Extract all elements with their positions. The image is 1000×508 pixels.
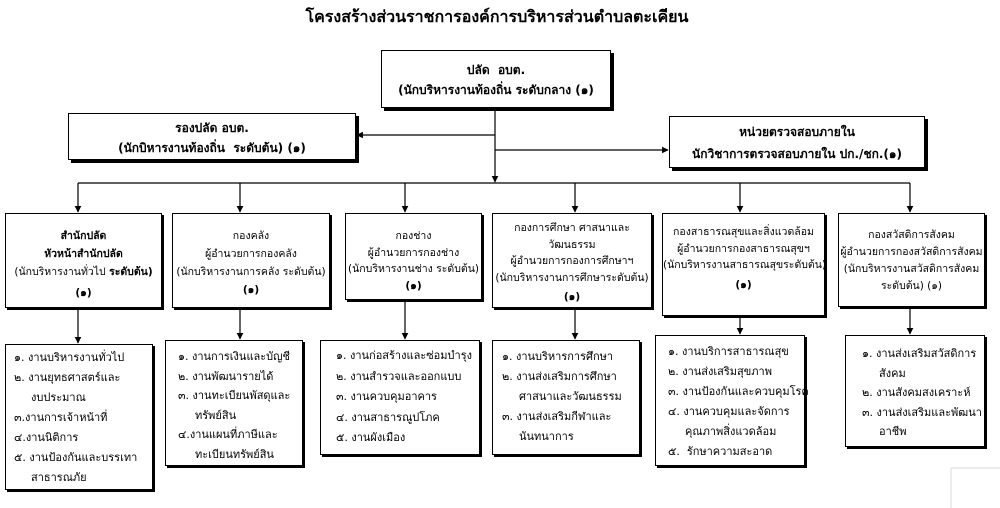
task-line: นันทนาการ [519,430,574,443]
department-box: กองคลัง ผู้อำนวยการกองคลัง (นักบริหารงาน… [172,213,330,308]
task-line: ๑. งานก่อสร้างและซ่อมบำรุง [336,349,472,362]
task-line: ๓.งานการเจ้าหน้าที่ [14,411,108,424]
department-position: ระดับต้น) (๑) [880,280,943,292]
task-box: ๑. งานบริหารการศึกษา ๒. งานส่งเสริมการศึ… [492,340,640,455]
task-box: ๑. งานส่งเสริมสวัสดิการ สังคม ๒. งานสังค… [845,335,985,447]
task-box: ๑. งานก่อสร้างและซ่อมบำรุง ๒. งานสำรวจแล… [320,340,480,455]
department-name: กองการศึกษา ศาสนาและ [514,222,630,234]
task-line: ๕. รักษาความสะอาด [668,445,773,458]
task-line: งบประมาณ [31,391,86,404]
task-line: คุณภาพสิ่งแวดล้อม [685,425,777,438]
task-line: สาธารณภัย [31,471,87,484]
department-position: (นักบริหารงานการศึกษาระดับต้น) [495,271,649,284]
task-line: ๔.งานนิติการ [14,431,79,444]
department-box: กองการศึกษา ศาสนาและ วัฒนธรรม ผู้อำนวยกา… [492,213,652,308]
task-line: ๒. งานส่งเสริมการศึกษา [502,370,617,383]
department-director: ผู้อำนวยการกองคลัง [205,248,297,260]
department-box: สำนักปลัด หัวหน้าสำนักปลัด (นักบริหารงาน… [5,213,162,308]
department-count: (๑) [563,291,581,303]
department-name: กองสวัสดิการสังคม [868,229,955,241]
task-line: ๓. งานส่งเสริมกีฬาและ [502,410,612,423]
task-line: ๒. งานพัฒนารายได้ [178,369,274,383]
department-name: กองคลัง [232,230,270,242]
department-director: ผู้อำนวยการกองสาธารณสุขฯ [677,242,810,255]
box-position: (นักบิหารงานท้องถิ่น ระดับต้น) (๑) [118,141,306,155]
task-line: ๓. งานส่งเสริมและพัฒนา [862,405,982,419]
task-line: ทรัพย์สิน [195,408,237,422]
box-title: หน่วยตรวจสอบภายใน [739,125,855,139]
task-line: ๑. งานการเงินและบัญชี [178,350,290,363]
chief-box: ปลัด อบต. (นักบริหารงานท้องถิ่น ระดับกลา… [381,50,611,108]
task-line: ๒. งานสังคมสงเคราะห์ [862,386,971,399]
department-box: กองสาธารณสุขและสิ่งแวดล้อม ผู้อำนวยการกอ… [662,213,827,316]
department-position: (นักบริหารงานช่าง ระดับต้น) [348,263,479,275]
internal-audit-box: หน่วยตรวจสอบภายใน นักวิชาการตรวจสอบภายใน… [669,116,925,168]
task-line: ๔.งานแผนที่ภาษีและ [178,428,278,441]
department-box: กองสวัสดิการสังคม ผู้อำนวยการกองสวัสดิกา… [838,213,985,307]
task-line: ๑. งานส่งเสริมสวัสดิการ [862,347,977,360]
task-line: อาชีพ [879,425,907,438]
box-title: รองปลัด อบต. [175,121,249,135]
box-position: (นักบริหารงานท้องถิ่น ระดับกลาง (๑) [398,83,594,97]
task-line: ๔. งานควบคุมและจัดการ [668,405,790,418]
department-count: (๑) [735,278,752,291]
department-name: วัฒนธรรม [548,238,596,251]
task-line: ศาสนาและวัฒนธรรม [519,390,622,403]
position-title: (นักบริหารงานทั่วไป [14,266,106,278]
task-line: ทะเบียนทรัพย์สิน [195,447,274,461]
box-title: ปลัด อบต. [466,63,526,77]
department-count: (๑) [242,284,260,296]
task-line: ๓. งานป้องกันและควบคุมโรค [668,385,809,398]
department-position: (นักบริหารงานทั่วไป ระดับต้น) [6,263,161,281]
box-position: นักวิชาการตรวจสอบภายใน ปก./ชก.(๑) [692,147,902,161]
department-name: กองช่าง [395,230,432,242]
task-line: ๓. งานควบคุมอาคาร [336,390,437,403]
task-line: ๔. งานสาธารณูปโภค [336,410,440,424]
department-position: (นักบริหารงานการคลัง ระดับต้น) [176,266,326,278]
department-director: ผู้อำนวยการกองการศึกษาฯ [510,255,634,267]
department-name: สำนักปลัด [60,230,107,242]
department-position: (นักบริหารงานสาธารณสุขระดับต้น) [663,259,827,271]
task-line: ๕. งานผังเมือง [336,431,406,444]
department-position: (นักบริหารงานสวัสดิการสังคม [843,263,980,275]
task-line: ๒. งานส่งเสริมสุขภาพ [668,365,772,378]
task-box: ๑. งานบริการสาธารณสุข ๒. งานส่งเสริมสุขภ… [655,335,809,466]
position-level: ระดับต้น) [109,266,153,278]
task-line: ๒. งานยุทธศาสตร์และ [14,371,121,384]
task-line: ๑. งานบริหารการศึกษา [502,350,614,363]
department-director: ผู้อำนวยการกองสวัสดิการสังคม [840,246,983,258]
page-corner-mark [950,467,1000,508]
task-box: ๑. งานการเงินและบัญชี ๒. งานพัฒนารายได้ … [165,340,303,466]
department-box: กองช่าง ผู้อำนวยการกองช่าง (นักบริหารงาน… [345,213,482,300]
task-line: ๕. งานป้องกันและบรรเทา [14,451,138,464]
task-line: ๑. งานบริหารงานทั่วไป [14,351,125,364]
task-line: ๓. งานทะเบียนพัสดุและ [178,389,291,402]
deputy-box: รองปลัด อบต. (นักบิหารงานท้องถิ่น ระดับต… [68,113,356,160]
department-count: (๑) [75,287,92,299]
task-line: สังคม [879,366,906,380]
department-director: หัวหน้าสำนักปลัด [44,248,123,260]
department-director: ผู้อำนวยการกองช่าง [367,246,460,259]
department-count: (๑) [405,279,422,292]
department-name: กองสาธารณสุขและสิ่งแวดล้อม [673,226,814,238]
task-line: ๒. งานสำรวจและออกแบบ [336,369,462,383]
chart-title: โครงสร้างส่วนราชการองค์การบริหารส่วนตำบล… [305,7,689,26]
task-box: ๑. งานบริหารงานทั่วไป ๒. งานยุทธศาสตร์แล… [5,344,153,490]
task-line: ๑. งานบริการสาธารณสุข [668,345,789,358]
